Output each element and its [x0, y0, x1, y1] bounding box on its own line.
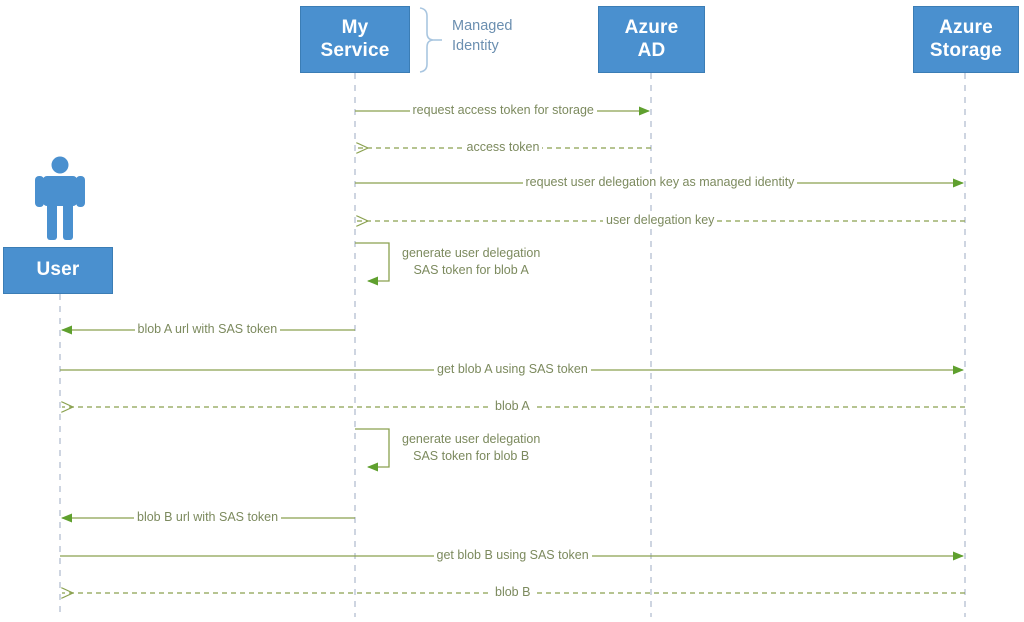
person-icon — [35, 156, 85, 240]
message-label-m8: blob A — [492, 398, 533, 414]
self-message-path — [355, 242, 390, 286]
message-label-m2: access token — [463, 139, 543, 155]
participant-label-aad: Azure AD — [624, 17, 679, 61]
message-label-m10: blob B url with SAS token — [134, 509, 282, 525]
message-label-m4: user delegation key — [603, 212, 718, 228]
message-label-m5: generate user delegation SAS token for b… — [399, 245, 544, 279]
participant-box-aad: Azure AD — [598, 6, 705, 73]
managed-identity-label: Managed Identity — [452, 18, 513, 54]
participant-label-storage: Azure Storage — [929, 17, 1003, 61]
message-label-m11: get blob B using SAS token — [433, 547, 592, 563]
self-message-path — [355, 428, 390, 472]
participant-box-service: My Service — [300, 6, 410, 73]
participant-box-storage: Azure Storage — [913, 6, 1019, 73]
managed-identity-brace — [419, 7, 442, 73]
message-label-m9: generate user delegation SAS token for b… — [399, 431, 544, 465]
message-label-m1: request access token for storage — [409, 102, 597, 118]
participant-label-user: User — [36, 259, 80, 281]
lifelines-layer — [59, 73, 966, 617]
message-label-m3: request user delegation key as managed i… — [522, 174, 798, 190]
participant-box-user: User — [3, 247, 113, 294]
participant-label-service: My Service — [320, 17, 390, 61]
message-label-m12: blob B — [492, 584, 534, 600]
message-m5 — [355, 242, 390, 286]
message-m9 — [355, 428, 390, 472]
actor-icon-layer — [35, 156, 85, 240]
message-label-m7: get blob A using SAS token — [434, 361, 591, 377]
brace-icon — [419, 7, 435, 73]
message-label-m6: blob A url with SAS token — [134, 321, 281, 337]
